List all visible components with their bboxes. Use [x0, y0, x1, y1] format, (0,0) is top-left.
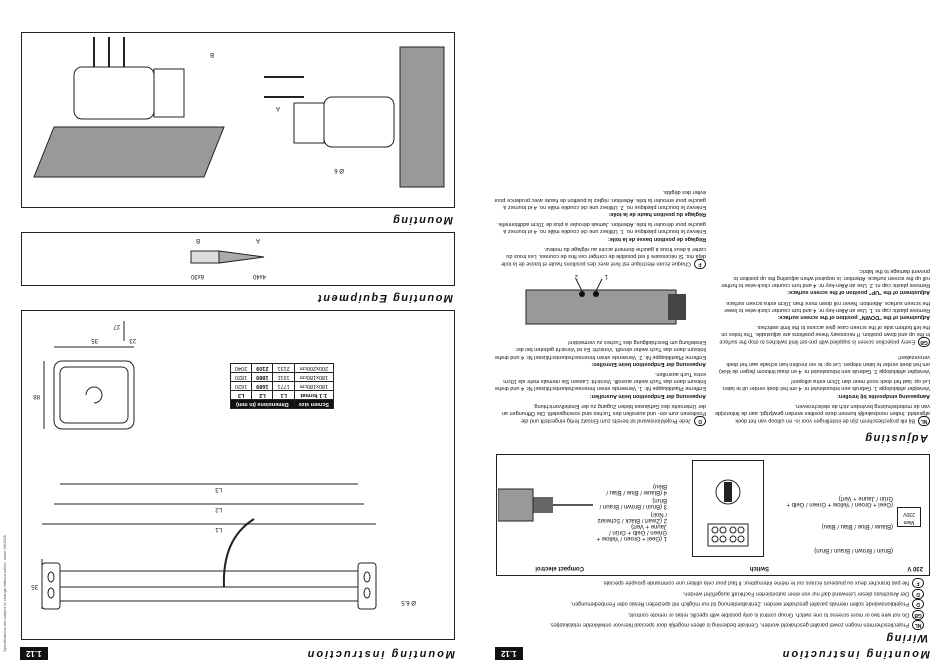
wiring-title: Wiring [884, 632, 928, 644]
equipment-box: A B 4x40 6x30 [21, 232, 455, 286]
legend-3: 3 (Bruin / Brown / Braun / Brun) [599, 497, 667, 509]
adjusting-title: Adjusting [863, 432, 928, 444]
switch-block [692, 460, 764, 557]
wiring-note-nl: NLProjectieschermen mogen zowel parallel… [504, 620, 924, 630]
dimensions-table: Screen size Dimensions (in mm) 1:1 forma… [230, 363, 334, 409]
dim-L1: L1 [215, 526, 222, 532]
table-row: 180x180cm 1911 1889 1820 [230, 372, 334, 382]
wire-earth-label: (Geel + Groen / Yellow + Green / Gelb + … [786, 495, 893, 507]
dimension-drawing: L1 L2 L3 35 35 88 27 23 Ø 6.5 Screen siz… [21, 310, 455, 640]
page-number: 1.12 [20, 647, 48, 661]
dim-23: 23 [129, 337, 136, 343]
mounting-label-a: A [275, 105, 280, 111]
cap-label-1: 1 [604, 272, 608, 279]
dim-27: 27 [113, 323, 120, 329]
gb-down-title: Adjustment of the "DOWN" position of the… [777, 313, 930, 320]
wiring-diagram: 230 V Switch Compact electrol Main 230V … [496, 454, 930, 576]
dim-hole: Ø 6.5 [401, 599, 416, 605]
screw-plug-icon [190, 250, 265, 264]
page-dimensions-mounting: Mounting instruction 1.12 [2, 32, 455, 662]
table-header-size: Screen size [294, 399, 334, 409]
wiring-note-d2: DDer Anschluss dieser Leinwand darf nur … [504, 588, 924, 599]
header-title: Mounting instruction [780, 648, 930, 660]
dim-35-bottom: 35 [91, 337, 98, 343]
gb-up-title: Adjustment of the "UP" position of the s… [787, 289, 930, 296]
page-header: Mounting instruction 1.12 [20, 646, 455, 662]
page-header: Mounting instruction 1.12 [495, 646, 930, 662]
equipment-size-a: 4x40 [252, 273, 266, 279]
adjusting-col-nl-gb: NLBij elk projectiescherm zijn de instel… [715, 267, 930, 426]
page-wiring-adjusting: Mounting instruction 1.12 Wiring NLProje… [475, 0, 950, 672]
legend-2: 2 (Zwart / Black / Schwarz / Noir) [597, 511, 667, 523]
d-title: Anpassung der Endposition beim Ausrollen… [589, 392, 706, 399]
wiring-note-gb: GBDo not wire two or more screens to one… [504, 609, 924, 620]
table-header-dims: Dimensions (in mm) [230, 399, 295, 409]
dim-L3: L3 [215, 486, 222, 492]
screen-case-drawing [41, 321, 377, 610]
equipment-label-b: B [195, 237, 200, 243]
table-row: 180x180cm 1771 1689 1620 [230, 381, 334, 391]
switch-icon [707, 479, 749, 547]
side-note: Specifications are subject to change wit… [2, 535, 7, 652]
dim-L2: L2 [215, 506, 222, 512]
legend-4: 4 (Blauw / Blue / Blau / Bleu) [606, 483, 667, 495]
motor-caps-illustration [525, 278, 686, 325]
wiring-note-f: FNe pas brancher deux ou plusieurs écran… [504, 578, 924, 589]
motor-cable-icon [498, 488, 593, 522]
wire-blue-label: (Blauw / Blue / Blau / Bleu) [821, 523, 893, 529]
table-row: 200x200cm 2131 2109 2040 [230, 363, 334, 373]
mounting-label-b: B [209, 51, 214, 57]
dim-88: 88 [33, 393, 40, 399]
mounting-title: Mounting [391, 214, 453, 226]
mounting-label-hole: Ø 6 [334, 167, 344, 173]
nl-title: Aanpassing eindpositie bij Inrollen: [837, 392, 930, 399]
label-compact: Compact electrol [535, 565, 584, 571]
wiring-notes: NLProjectieschermen mogen zowel parallel… [504, 578, 924, 630]
legend-1: 1 (Geel + Groen / Yellow + Green / Gelb … [596, 523, 667, 541]
wire-brown-label: (Bruin / Brown / Braun / Brun) [814, 547, 893, 553]
page-number: 1.12 [495, 647, 523, 661]
dim-35-side: 35 [31, 583, 38, 589]
label-switch: Switch [749, 565, 769, 571]
mounting-box: A B Ø 6 [21, 32, 455, 208]
d-up-title: Anpassung der Endposition beim Einrollen… [591, 360, 706, 367]
f-down-title: Réglage de position basse de la toile: [607, 235, 706, 242]
mains-block: Main 230V [897, 507, 921, 527]
label-230v: 230 V [907, 565, 923, 571]
adjusting-col-d-f: DJede Projektionswand ist bereits zum Ei… [494, 189, 706, 426]
f-up-title: Réglage du position haute de la toile: [608, 210, 706, 217]
mounting-illustration [33, 37, 445, 188]
cap-label-2: 2 [574, 272, 578, 279]
header-title: Mounting instruction [305, 648, 455, 660]
wiring-note-d: DProjektionswände sollen niemals paralle… [504, 599, 924, 610]
equipment-size-b: 6x30 [190, 273, 204, 279]
equipment-title: Mounting Equipment [316, 292, 453, 304]
equipment-label-a: A [255, 237, 260, 243]
